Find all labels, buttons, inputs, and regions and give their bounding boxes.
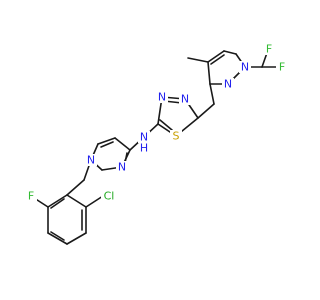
fluorine-label: F — [266, 43, 272, 56]
thiadiazole-nitrogen-label: N — [181, 93, 189, 106]
molecule-diagram: N N F F N N S N H N N F Cl — [25, 42, 288, 245]
amine-hydrogen-label: H — [140, 142, 148, 155]
pyrazole-nitrogen-label: N — [224, 78, 232, 91]
benzene-ring-bonds — [47, 194, 87, 245]
chlorine-label: Cl — [104, 190, 115, 203]
fluorine-label: F — [279, 61, 285, 74]
thiadiazole-nitrogen-label: N — [158, 91, 166, 104]
methyl-bond — [187, 57, 209, 63]
amine-nitrogen-label: N — [140, 131, 148, 144]
pyrazole-nitrogen-label: N — [87, 154, 95, 167]
atom-labels: N N F F N N S N H N N F Cl — [25, 43, 288, 203]
structure-svg: N N F F N N S N H N N F Cl — [25, 42, 288, 245]
sulfur-label: S — [173, 130, 180, 143]
benzene-substituent-bonds — [30, 195, 104, 208]
fluorine-label: F — [28, 190, 34, 203]
ch2-linker-top — [197, 83, 215, 119]
pyrazole-nitrogen-label: N — [241, 61, 249, 74]
pyrazole-nitrogen-label: N — [118, 161, 126, 174]
